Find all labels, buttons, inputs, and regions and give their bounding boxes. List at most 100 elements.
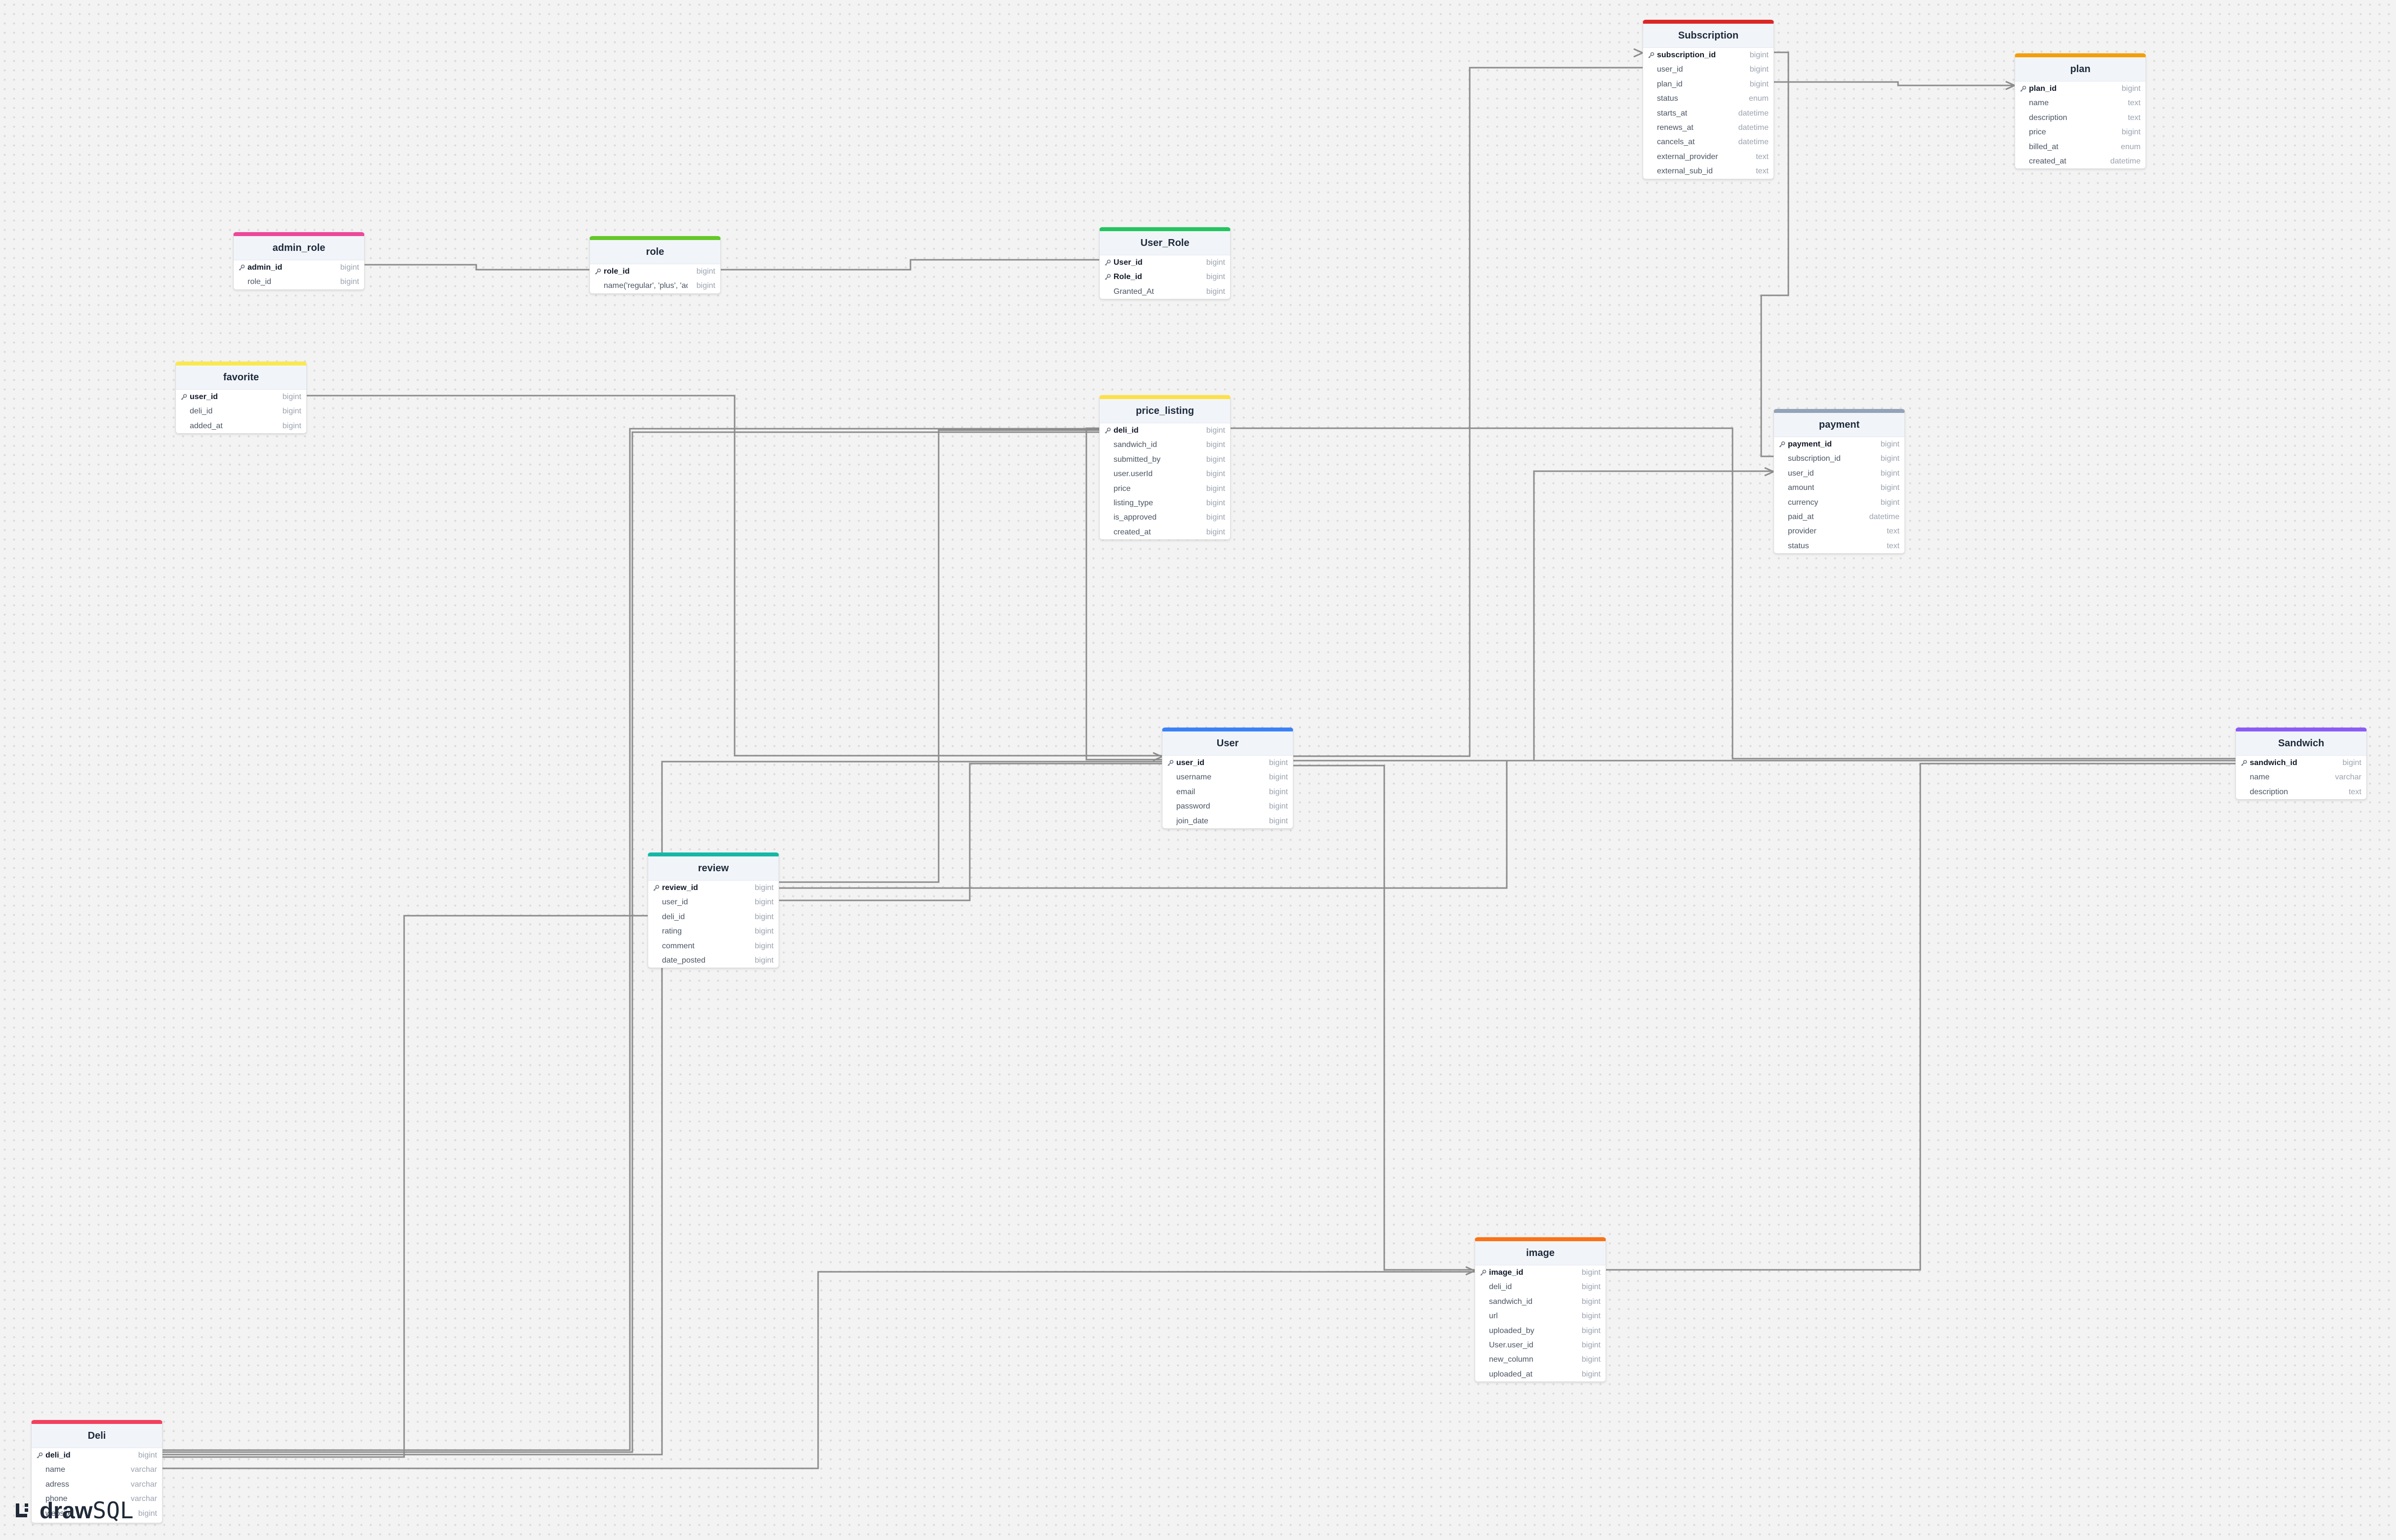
- relationship-line[interactable]: [161, 761, 1162, 1456]
- relationship-line[interactable]: [161, 428, 1099, 1451]
- relationship-line[interactable]: [778, 760, 2235, 889]
- table-title[interactable]: Sandwich: [2236, 731, 2366, 756]
- relationship-line[interactable]: [161, 915, 648, 1458]
- relationship-line[interactable]: [305, 395, 1162, 757]
- table-title[interactable]: plan: [2015, 57, 2146, 81]
- table-title[interactable]: role: [590, 240, 720, 264]
- column-row[interactable]: name('regular', 'plus', 'admin')bigint: [590, 279, 720, 293]
- table-title[interactable]: payment: [1774, 413, 1904, 437]
- relationship-line[interactable]: [161, 431, 1099, 1453]
- table-title[interactable]: price_listing: [1100, 399, 1230, 423]
- relationship-line[interactable]: [161, 1271, 1475, 1469]
- table-title[interactable]: Subscription: [1643, 24, 1774, 48]
- relationship-line[interactable]: [363, 264, 589, 271]
- table-title[interactable]: User: [1162, 731, 1293, 756]
- table-title[interactable]: Deli: [32, 1424, 162, 1448]
- relationship-line[interactable]: [1292, 67, 1643, 757]
- table-title[interactable]: favorite: [176, 365, 306, 390]
- table-title[interactable]: review: [648, 856, 779, 881]
- relationship-line[interactable]: [1292, 470, 1774, 762]
- table-title[interactable]: admin_role: [234, 236, 364, 260]
- relationship-line[interactable]: [1605, 763, 2235, 1271]
- relationship-line[interactable]: [778, 763, 1162, 901]
- relationship-line[interactable]: [719, 259, 1099, 271]
- relationship-line[interactable]: [778, 429, 1099, 883]
- relationship-line[interactable]: [1760, 51, 1789, 457]
- table-title[interactable]: image: [1475, 1241, 1606, 1265]
- relationship-line[interactable]: [1292, 765, 1475, 1271]
